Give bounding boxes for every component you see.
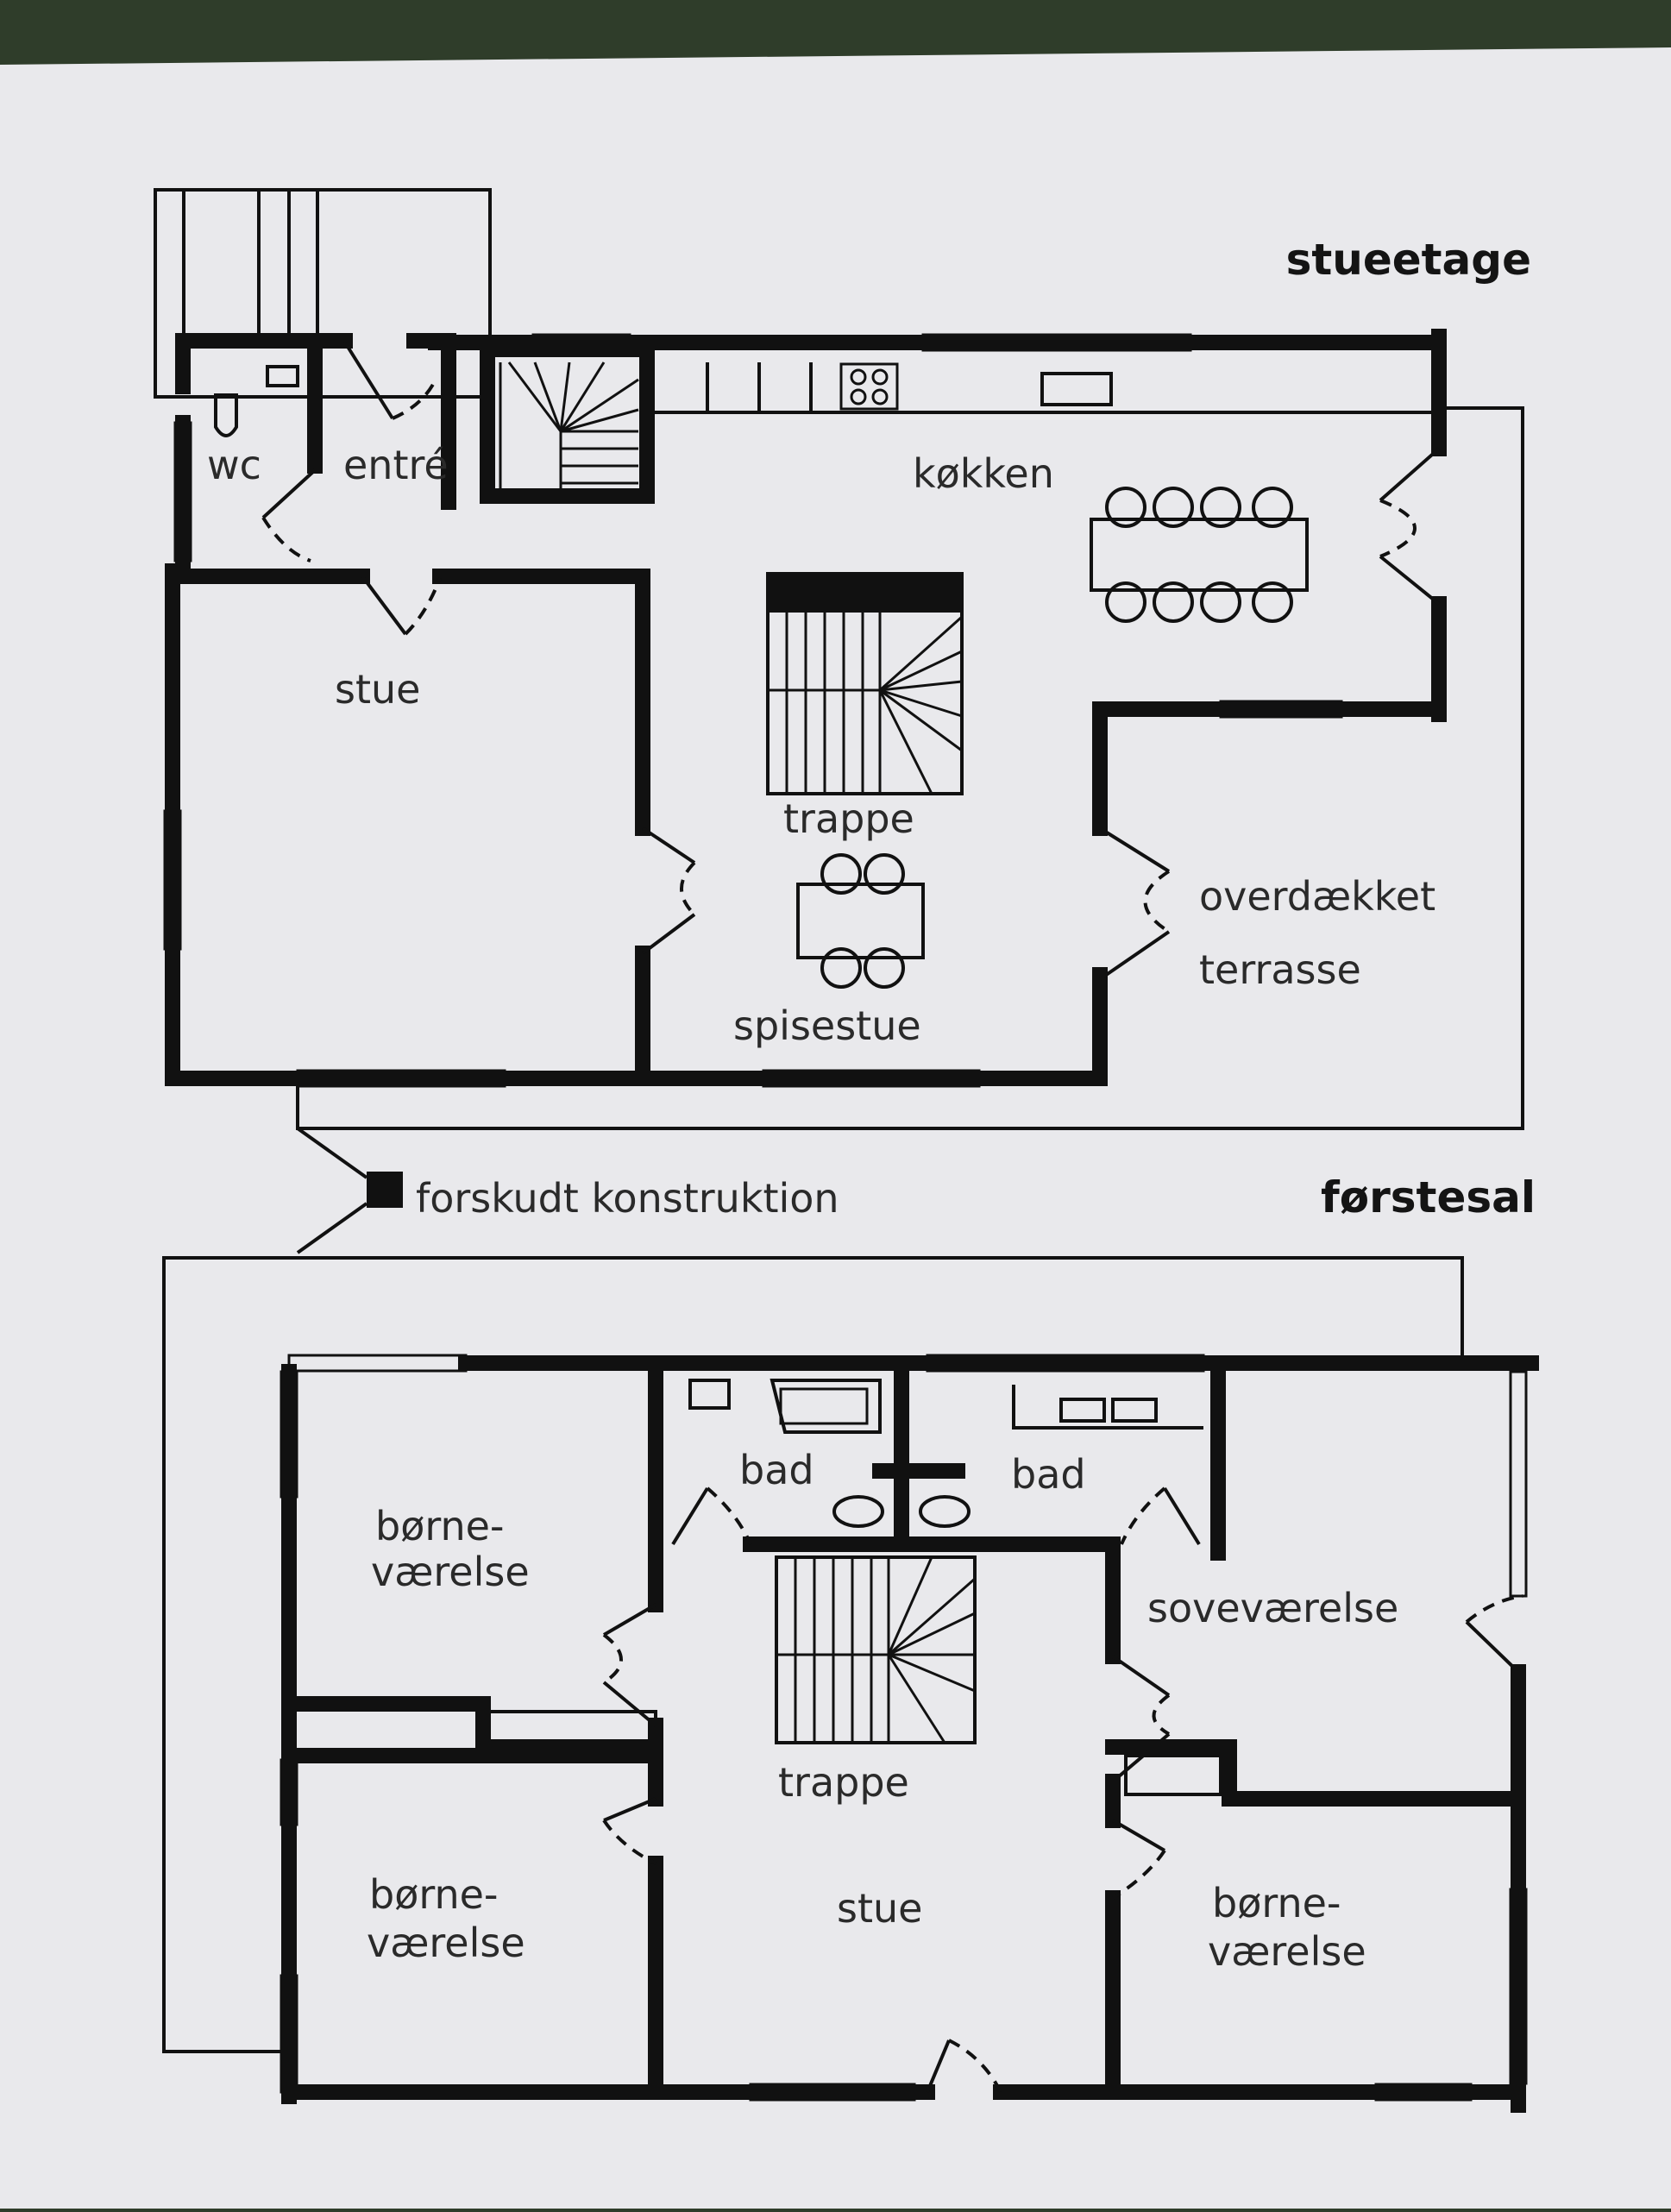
toilet-left-icon: [832, 1495, 884, 1528]
toilet-icon: [214, 393, 238, 437]
main-staircase-ground: [766, 572, 964, 795]
legend-label: forskudt konstruktion: [416, 1175, 839, 1222]
ground-floor-plan: wc entré køkken stue trappe spisestue ov…: [154, 188, 1531, 1130]
label-living-first: stue: [837, 1885, 922, 1932]
first-floor-projection-outline: [162, 1256, 1464, 2053]
label-terrace-line2: terrasse: [1199, 946, 1361, 993]
terrace-outline: [296, 406, 1524, 1130]
label-bath-right: bad: [1011, 1451, 1086, 1498]
label-entry: entré: [343, 442, 449, 488]
label-stairs-ground: trappe: [783, 795, 914, 842]
label-kids-bl-line1: børne-: [369, 1871, 499, 1918]
heading-first-floor: førstesal: [1321, 1172, 1536, 1222]
legend-offset-construction: forskudt konstruktion: [296, 1127, 839, 1254]
bath-fixtures: [688, 1379, 1203, 1528]
label-kids-top-line2: værelse: [371, 1549, 530, 1595]
small-staircase: [499, 361, 639, 492]
first-doors: [602, 1486, 1523, 2093]
heading-ground-floor: stueetage: [1286, 235, 1531, 285]
label-kids-top-line1: børne-: [375, 1503, 505, 1549]
vanity-sink-1-icon: [1059, 1398, 1106, 1423]
label-dining: spisestue: [733, 1002, 921, 1049]
label-living-ground: stue: [335, 666, 420, 713]
label-stairs-first: trappe: [778, 1759, 909, 1806]
dining-table-small: [796, 853, 925, 989]
toilet-right-icon: [919, 1495, 971, 1528]
label-kids-br-line1: børne-: [1212, 1880, 1341, 1926]
legend-swatch-icon: [367, 1172, 403, 1208]
first-floor-plan: bad bad børne- værelse soveværelse trapp…: [162, 1256, 1539, 2113]
label-kitchen: køkken: [913, 450, 1054, 497]
sink-icon: [1040, 372, 1113, 406]
label-bath-left: bad: [739, 1447, 814, 1493]
kitchen-counter: [650, 362, 1432, 414]
first-windows: [280, 1354, 1528, 2102]
ground-doors: [261, 341, 1441, 981]
label-terrace-line1: overdækket: [1199, 873, 1435, 920]
wc-sink-icon: [266, 365, 299, 387]
ground-windows: [163, 333, 1343, 1088]
kitchen-table: [1090, 487, 1309, 623]
label-bedroom: soveværelse: [1147, 1585, 1398, 1631]
label-kids-bl-line2: værelse: [367, 1920, 525, 1966]
main-staircase-first: [775, 1555, 977, 1744]
vanity-sink-2-icon: [1111, 1398, 1158, 1423]
label-kids-br-line2: værelse: [1208, 1928, 1366, 1975]
label-wc: wc: [207, 442, 261, 488]
stove-icon: [839, 362, 899, 411]
bath-sink-icon: [688, 1379, 731, 1410]
